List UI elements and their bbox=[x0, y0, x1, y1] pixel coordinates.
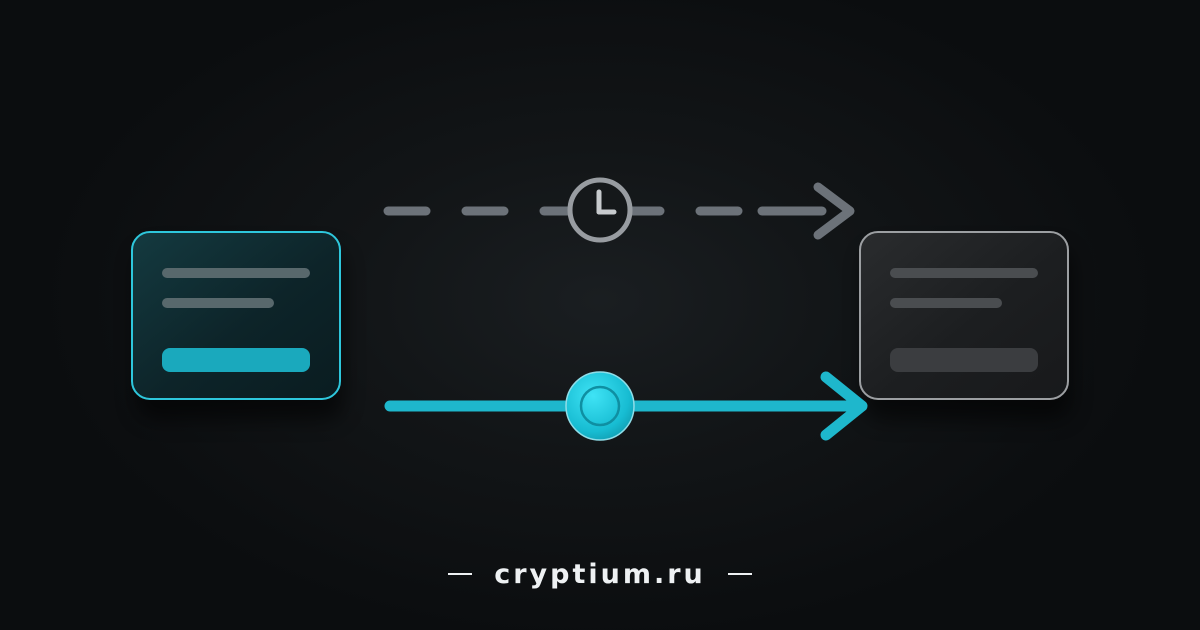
arrow-right-icon bbox=[820, 371, 868, 441]
clock-icon bbox=[567, 177, 633, 243]
site-name: cryptium.ru bbox=[494, 558, 706, 590]
site-caption: cryptium.ru bbox=[0, 552, 1200, 596]
coin-icon bbox=[565, 371, 635, 441]
source-card-line-1 bbox=[162, 268, 310, 278]
source-card-line-2 bbox=[162, 298, 274, 308]
destination-card bbox=[859, 231, 1069, 400]
source-card bbox=[131, 231, 341, 400]
caption-dash-left bbox=[448, 573, 473, 575]
caption-dash-right bbox=[727, 573, 752, 575]
source-card-button bbox=[162, 348, 310, 372]
destination-card-line-1 bbox=[890, 268, 1038, 278]
arrow-right-icon bbox=[813, 182, 855, 240]
destination-card-button bbox=[890, 348, 1038, 372]
destination-card-line-2 bbox=[890, 298, 1002, 308]
